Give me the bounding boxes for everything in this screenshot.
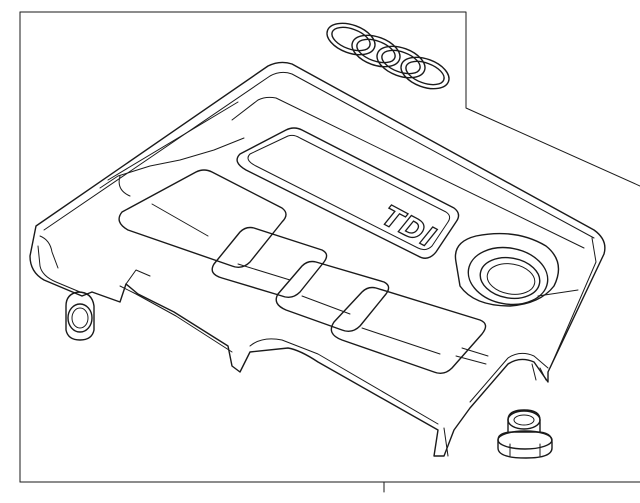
- oil-filler-opening: [454, 232, 560, 307]
- mounting-lug: [65, 291, 95, 341]
- engine-cover: TDI: [29, 61, 606, 457]
- four-rings-logo-icon: [326, 22, 450, 90]
- grommet-icon: [497, 409, 553, 459]
- diagram-frame: [19, 11, 640, 493]
